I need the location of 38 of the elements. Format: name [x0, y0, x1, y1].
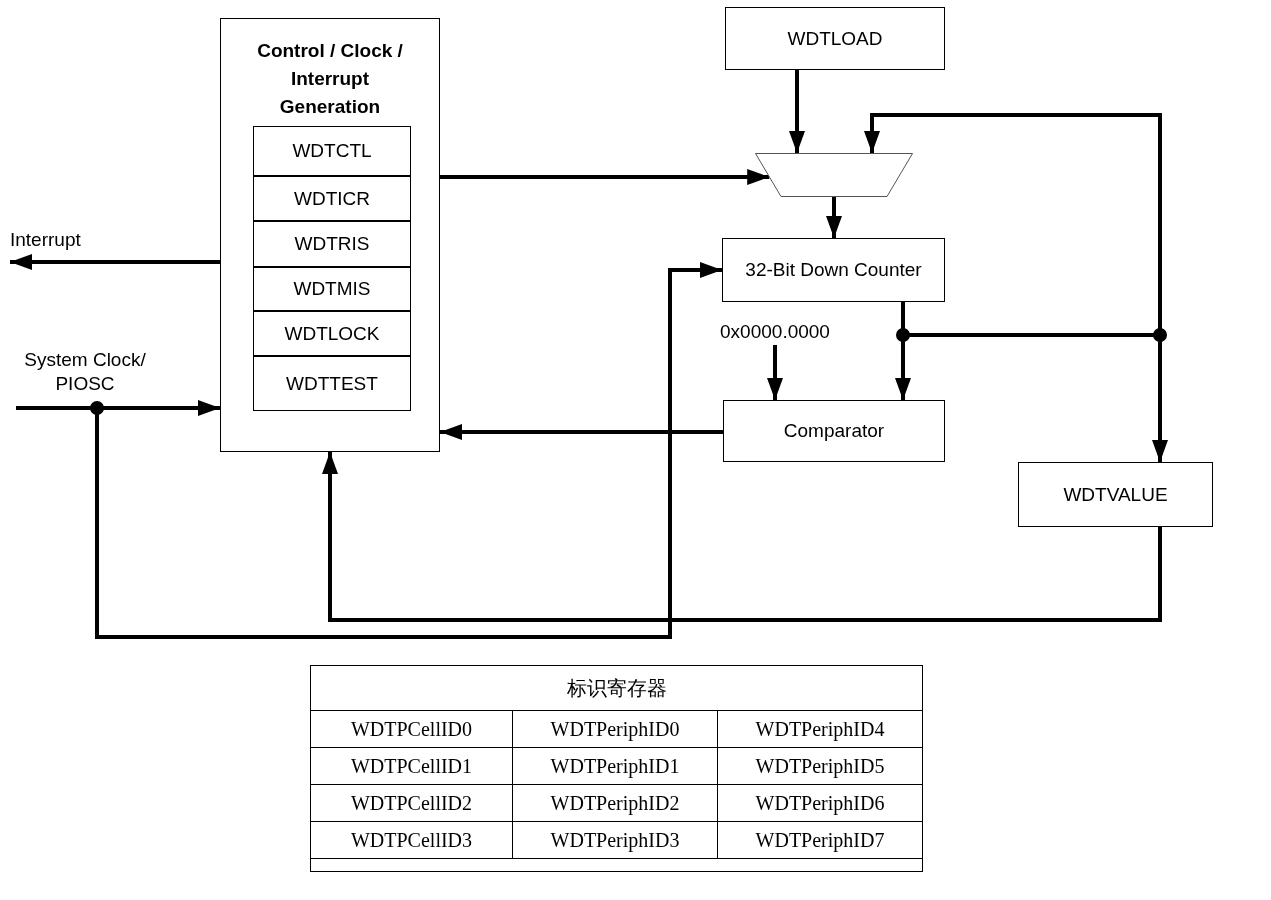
table-cell: WDTPCellID0 [311, 711, 513, 748]
register-cell: WDTTEST [253, 356, 411, 411]
value-label: 0x0000.0000 [700, 318, 850, 345]
register-box: Comparator [723, 400, 945, 462]
table-cell: WDTPeriphID4 [718, 711, 922, 748]
table-cell: WDTPCellID2 [311, 785, 513, 822]
table-cell: WDTPCellID3 [311, 822, 513, 859]
register-box: WDTVALUE [1018, 462, 1213, 527]
table-cell: WDTPeriphID7 [718, 822, 922, 859]
connector-arrow [16, 400, 220, 416]
edge-label: System Clock/ PIOSC [23, 348, 147, 396]
register-cell: WDTRIS [253, 221, 411, 267]
multiplexer-shape [755, 153, 913, 197]
connector-arrow [440, 424, 723, 440]
table-cell: WDTPeriphID1 [513, 748, 718, 785]
table-cell: WDTPeriphID3 [513, 822, 718, 859]
connector-arrow [322, 452, 1162, 622]
table-cell: WDTPCellID1 [311, 748, 513, 785]
control-block [220, 18, 440, 452]
register-box: 32-Bit Down Counter [722, 238, 945, 302]
connector-arrow [10, 254, 220, 270]
connector-arrow [826, 197, 842, 238]
table-header: 标识寄存器 [311, 666, 922, 711]
table-cell: WDTPeriphID2 [513, 785, 718, 822]
table-cell: WDTPeriphID5 [718, 748, 922, 785]
register-cell: WDTLOCK [253, 311, 411, 356]
edge-label: Interrupt [10, 228, 82, 252]
connector-arrow [789, 70, 805, 153]
block-title: Control / Clock / Interrupt Generation [256, 39, 404, 119]
register-cell: WDTCTL [253, 126, 411, 176]
table-cell: WDTPeriphID0 [513, 711, 718, 748]
connector-arrow [95, 262, 722, 639]
connector-arrow [440, 169, 770, 185]
register-box: WDTLOAD [725, 7, 945, 70]
register-cell: WDTMIS [253, 267, 411, 311]
table-cell: WDTPeriphID6 [718, 785, 922, 822]
connector-arrow [767, 345, 783, 400]
register-cell: WDTICR [253, 176, 411, 221]
